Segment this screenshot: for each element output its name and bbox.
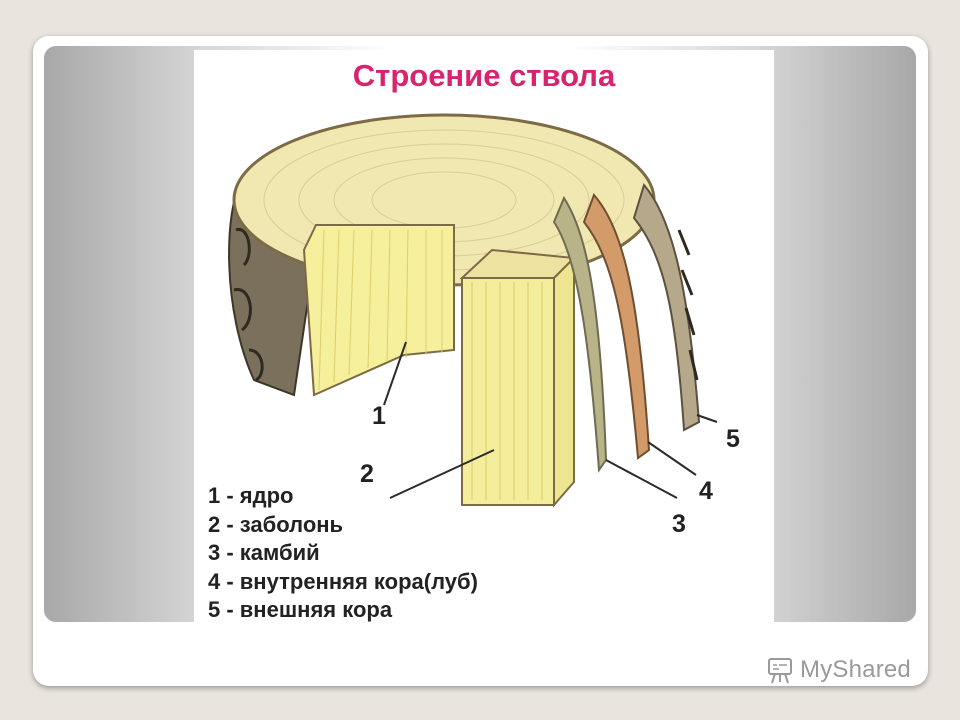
callout-number-4: 4 — [699, 477, 713, 505]
callout-line-1 — [383, 341, 407, 406]
cambium-layer — [552, 195, 608, 473]
legend-item: 4 - внутренняя кора(луб) — [208, 568, 478, 594]
trunk-illustration — [228, 113, 718, 508]
callout-number-3: 3 — [672, 510, 686, 538]
bark-texture-left — [233, 228, 264, 382]
legend-item: 2 - заболонь — [208, 511, 344, 537]
callout-number-5: 5 — [726, 425, 740, 453]
presentation-board-icon — [768, 658, 792, 684]
watermark: MyShared — [766, 655, 911, 685]
legend-item: 3 - камбий — [208, 540, 320, 565]
bark-texture-right — [677, 229, 699, 381]
outer-bark-right — [632, 182, 701, 432]
legend: 1 - ядро 2 - заболонь 3 - камбий 4 - вну… — [208, 482, 478, 625]
callout-line-4 — [647, 441, 697, 476]
inner-bark-layer — [582, 193, 651, 460]
heartwood-grain — [318, 229, 443, 391]
callout-number-2: 2 — [360, 460, 374, 488]
sapwood-grain — [471, 282, 543, 500]
callout-line-3 — [605, 459, 678, 499]
diagram-title: Строение ствола — [352, 58, 616, 93]
sapwood-block — [461, 277, 555, 506]
callout-line-2 — [389, 449, 495, 499]
callout-number-1: 1 — [372, 402, 386, 430]
legend-item: 5 - внешняя кора — [208, 597, 393, 622]
sapwood-side — [553, 255, 575, 508]
heartwood-face — [302, 224, 455, 397]
callout-line-5 — [696, 414, 718, 423]
legend-item: 1 - ядро — [208, 483, 294, 508]
trunk-structure-figure: Строение ствола 1 2 3 4 5 — [194, 50, 774, 622]
watermark-text: MyShared — [800, 656, 911, 683]
